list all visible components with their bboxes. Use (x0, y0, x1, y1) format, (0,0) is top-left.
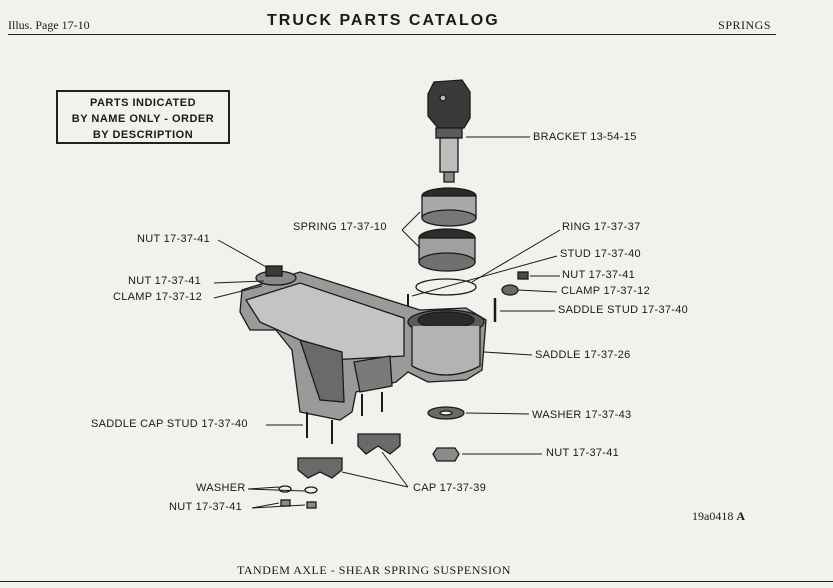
callout-nut-right: NUT 17-37-41 (562, 269, 636, 281)
notice-line-1: PARTS INDICATED (89, 97, 197, 109)
callout-washer-right: WASHER 17-37-43 (532, 409, 632, 421)
page-reference: Illus. Page 17-10 (8, 18, 90, 32)
saddle-body-part (239, 271, 487, 421)
callout-nut-left-mid: NUT 17-37-41 (128, 275, 202, 287)
illustration-code: 19a0418 A (692, 509, 745, 524)
notice-box: PARTS INDICATED BY NAME ONLY - ORDER BY … (56, 90, 230, 144)
header-rule (8, 34, 776, 35)
callout-nut-left-top: NUT 17-37-41 (137, 233, 211, 245)
section-name: SPRINGS (718, 18, 771, 32)
callout-saddle: SADDLE 17-37-26 (535, 349, 631, 361)
callout-spring: SPRING 17-37-10 (293, 221, 387, 233)
washer-small-2 (304, 486, 318, 494)
nut-small-1 (280, 499, 291, 507)
callout-stud: STUD 17-37-40 (560, 248, 641, 260)
illustration-code-suffix: A (736, 509, 745, 523)
callout-ring: RING 17-37-37 (562, 221, 641, 233)
bracket-part (427, 79, 471, 183)
ring-part (415, 278, 477, 296)
callout-nut-bottom-left: NUT 17-37-41 (169, 501, 243, 513)
callout-nut-bottom-right: NUT 17-37-41 (546, 447, 620, 459)
notice-line-3: BY DESCRIPTION (92, 129, 194, 141)
washer-right-part (427, 406, 465, 420)
washer-small-1 (278, 485, 292, 493)
leader-lines (213, 136, 561, 509)
figure-caption: TANDEM AXLE - SHEAR SPRING SUSPENSION (237, 563, 511, 577)
catalog-title: TRUCK PARTS CATALOG (267, 12, 500, 29)
notice-line-2: BY NAME ONLY - ORDER (71, 113, 215, 125)
nut-small-2 (306, 501, 317, 509)
callout-saddle-stud: SADDLE STUD 17-37-40 (558, 304, 689, 316)
clamp-nut-left-part (255, 265, 297, 286)
illustration-code-number: 19a0418 (692, 509, 734, 523)
callout-clamp-left: CLAMP 17-37-12 (113, 291, 202, 303)
callout-clamp-right: CLAMP 17-37-12 (561, 285, 650, 297)
footer-rule (0, 581, 833, 582)
saddle-cap-studs (306, 392, 383, 444)
clamp-right-part (501, 284, 519, 296)
nut-bottom-right-part (432, 447, 460, 462)
callout-saddle-cap-stud: SADDLE CAP STUD 17-37-40 (91, 418, 248, 430)
spring-lower-part (418, 228, 476, 272)
callout-washer-bottom: WASHER (196, 482, 246, 494)
callout-bracket: BRACKET 13-54-15 (533, 131, 637, 143)
spring-upper-part (421, 187, 477, 227)
cap-left-part (297, 457, 343, 479)
callout-cap: CAP 17-37-39 (413, 482, 487, 494)
nut-right-part (517, 271, 529, 280)
cap-right-part (357, 433, 401, 455)
